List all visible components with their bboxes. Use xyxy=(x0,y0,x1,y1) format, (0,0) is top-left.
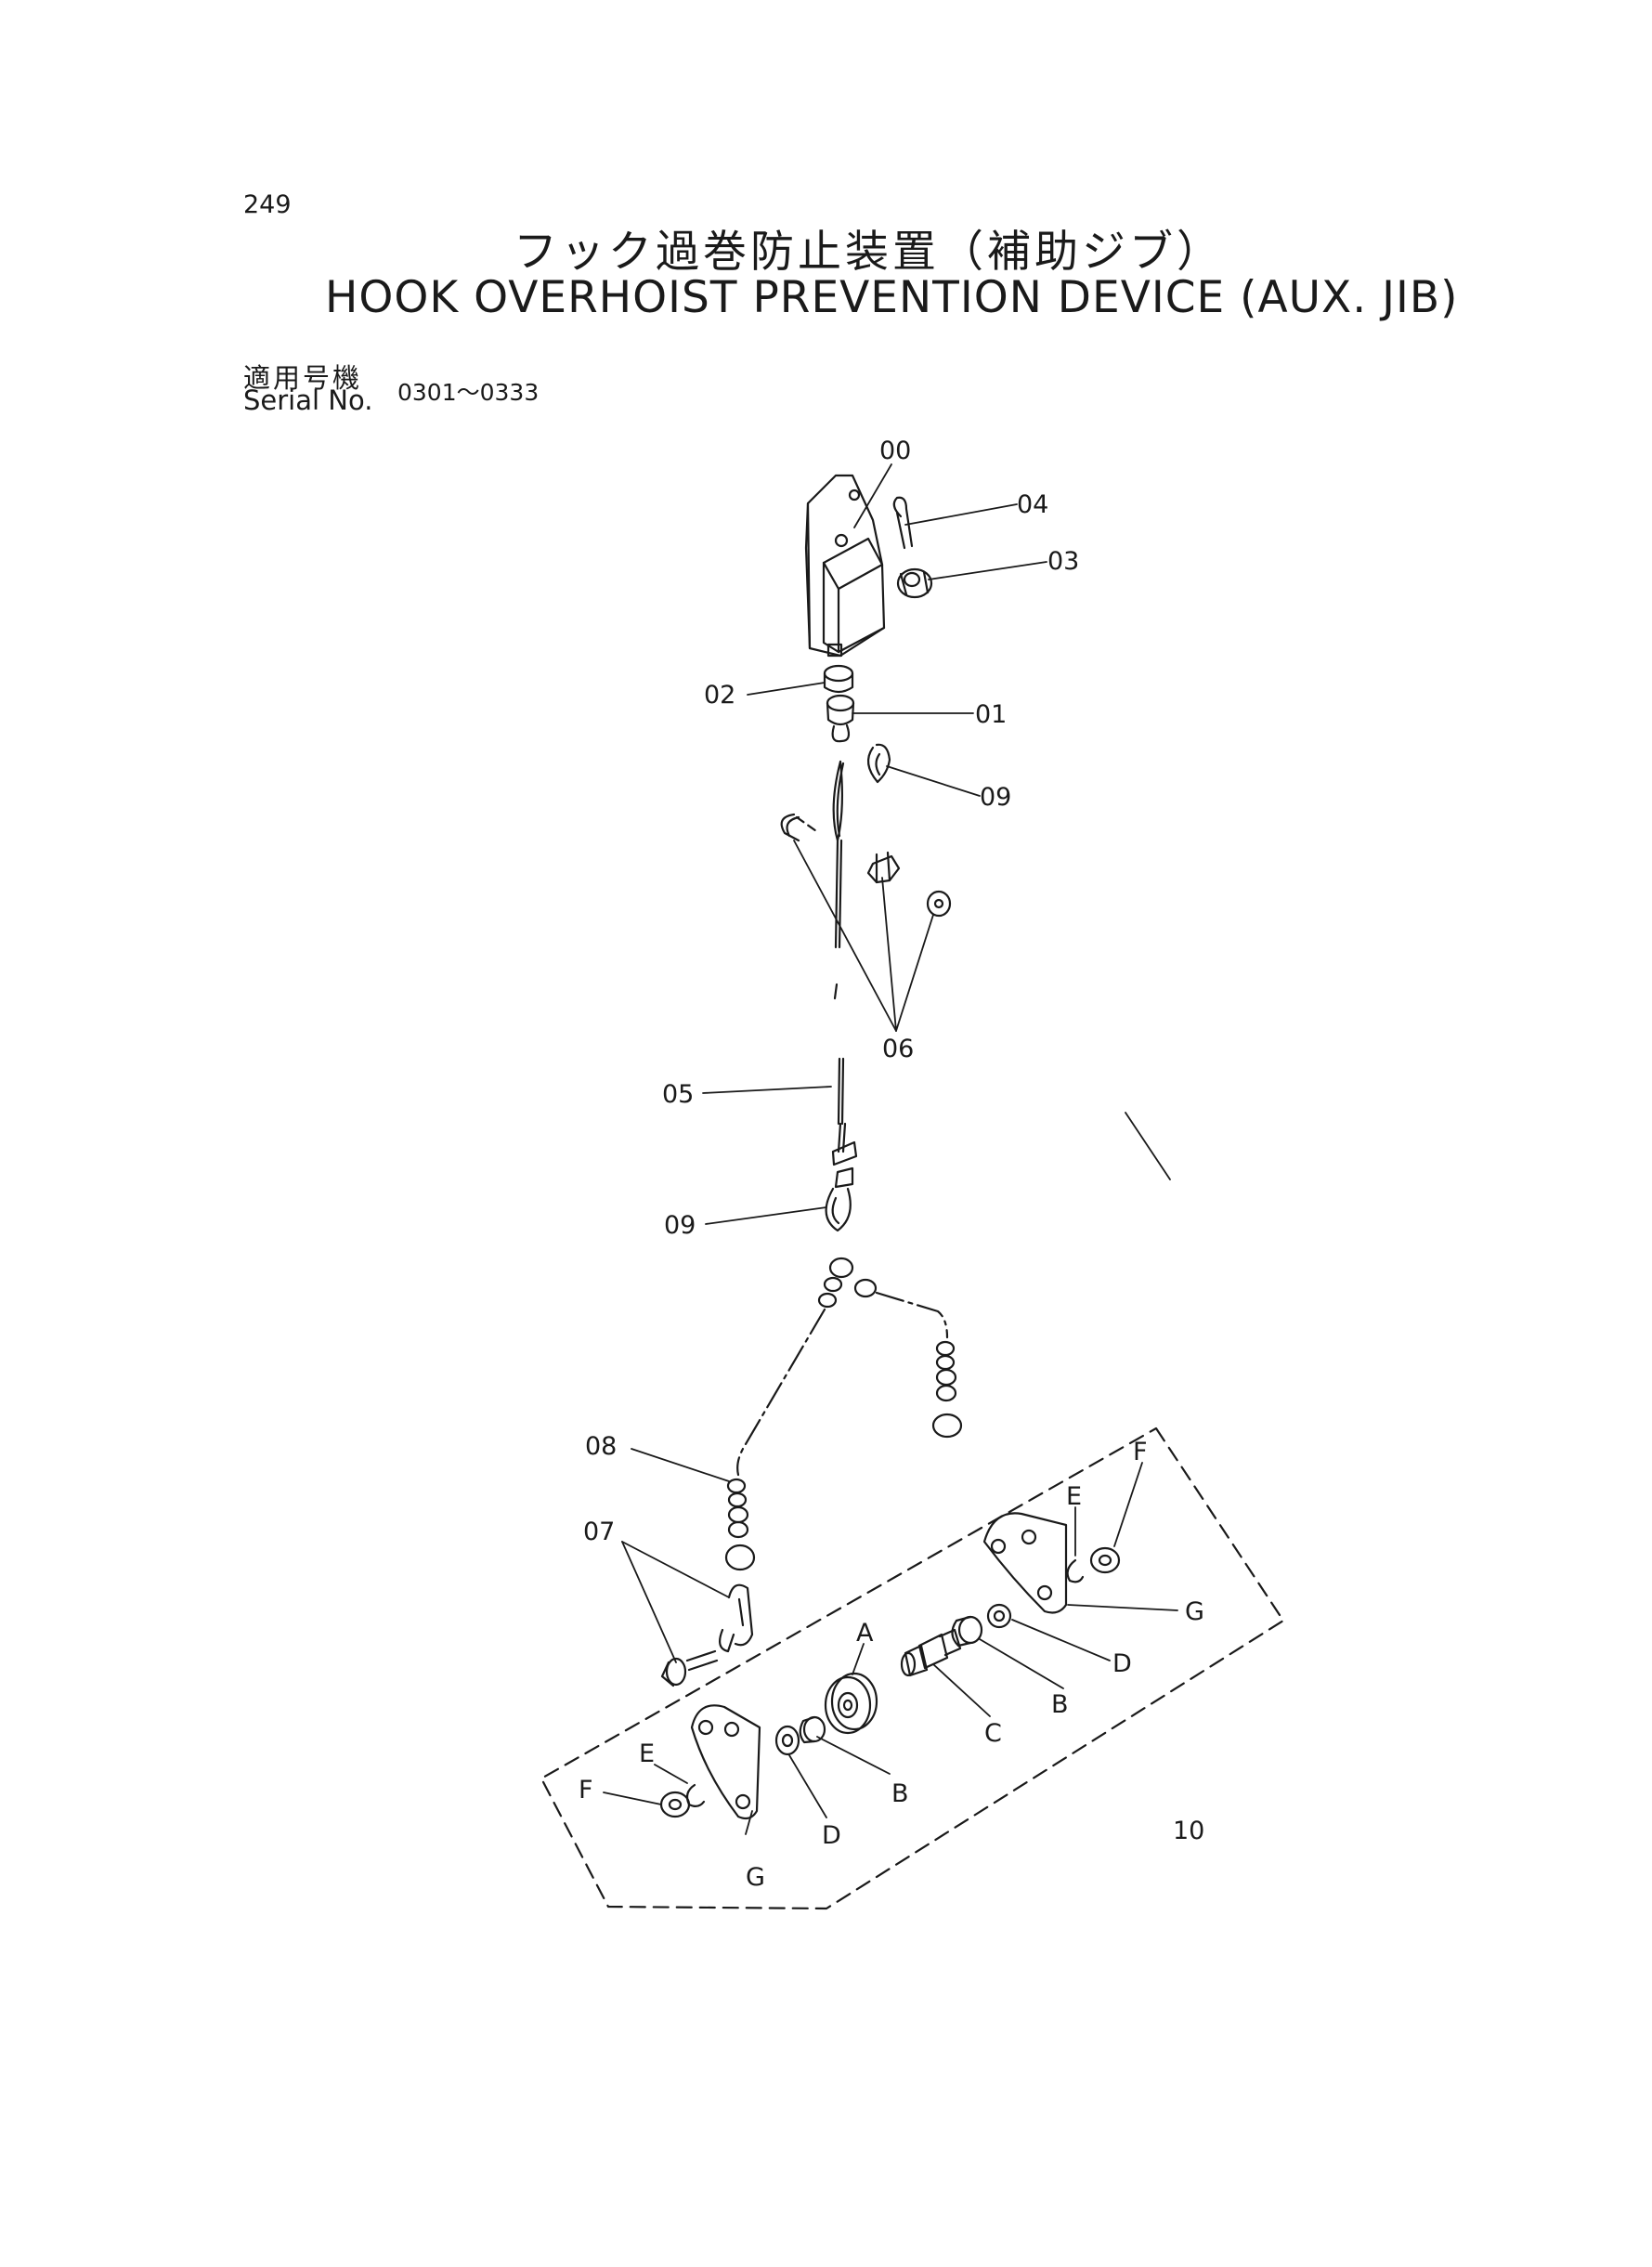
washer-upper xyxy=(986,1603,1012,1629)
thimble-upper xyxy=(866,743,891,784)
page-number: 249 xyxy=(243,190,292,219)
title-japanese-text: フック過巻防止装置（補助ジブ） xyxy=(514,227,1224,278)
callout-f-upper: F xyxy=(1133,1438,1148,1466)
shackle xyxy=(660,1583,754,1687)
e-ring-upper xyxy=(1066,1558,1085,1583)
callout-g-upper: G xyxy=(1185,1597,1204,1626)
chain xyxy=(724,1257,963,1571)
title-english: HOOK OVERHOIST PREVENTION DEVICE (AUX. J… xyxy=(325,272,1459,323)
callout-03: 03 xyxy=(1047,547,1079,576)
callout-07: 07 xyxy=(583,1518,615,1546)
cotter-pin xyxy=(892,496,914,550)
bushing-upper xyxy=(951,1615,983,1648)
plate-lower xyxy=(690,1704,761,1820)
callout-g-lower: G xyxy=(746,1863,765,1892)
callout-09-upper: 09 xyxy=(980,783,1011,812)
callout-00: 00 xyxy=(879,436,911,465)
callout-a: A xyxy=(856,1619,874,1648)
callout-10: 10 xyxy=(1173,1817,1204,1845)
callout-f-lower: F xyxy=(579,1776,593,1804)
serial-label-english: Serial No. xyxy=(243,384,373,416)
serial-label-japanese: 適用号機 xyxy=(243,362,363,394)
callout-d-lower: D xyxy=(822,1821,841,1850)
assembly-boundary xyxy=(540,1427,1285,1910)
callout-b-lower: B xyxy=(891,1779,909,1808)
callout-06: 06 xyxy=(882,1035,914,1063)
callout-c: C xyxy=(984,1719,1002,1748)
bushing-lower xyxy=(799,1715,826,1744)
nut-upper xyxy=(1089,1546,1121,1574)
limit-switch-box xyxy=(804,474,886,658)
plate-upper xyxy=(982,1512,1068,1614)
callout-01: 01 xyxy=(975,700,1007,729)
shaft xyxy=(900,1628,962,1677)
castle-nut xyxy=(896,567,933,599)
callout-e-lower: E xyxy=(639,1739,655,1768)
washer-lower xyxy=(774,1725,800,1756)
rope-clip xyxy=(780,813,952,918)
callout-b-upper: B xyxy=(1051,1690,1069,1719)
wire-rope xyxy=(832,760,847,1153)
callout-04: 04 xyxy=(1017,490,1048,519)
callout-09-lower: 09 xyxy=(664,1211,696,1240)
leader-lines xyxy=(603,463,1178,1835)
nut-lower xyxy=(659,1791,691,1818)
callout-labels: 00 04 03 02 01 09 06 05 09 08 07 10 E F … xyxy=(579,436,1204,1892)
swivel-eye xyxy=(826,694,855,743)
lock-nut xyxy=(823,664,854,694)
callout-08: 08 xyxy=(585,1432,617,1461)
thimble-lower xyxy=(825,1140,858,1232)
serial-range: 0301～0333 xyxy=(397,379,540,406)
title-japanese: フック過巻防止装置（補助ジブ） xyxy=(0,215,1652,280)
callout-d-upper: D xyxy=(1112,1649,1132,1678)
callout-05: 05 xyxy=(662,1080,694,1109)
callout-e-upper: E xyxy=(1066,1482,1082,1511)
sheave xyxy=(824,1672,878,1735)
callout-02: 02 xyxy=(704,681,735,710)
